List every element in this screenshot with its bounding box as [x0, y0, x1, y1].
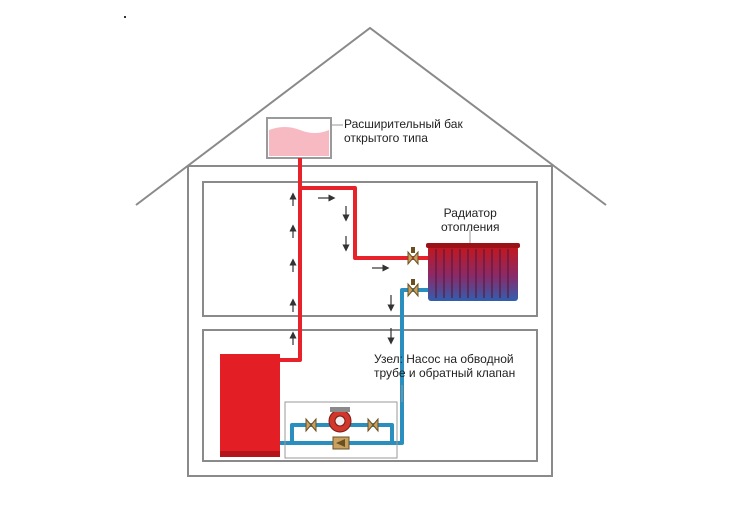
- expansion-tank-label: Расширительный бак открытого типа: [344, 117, 463, 145]
- hot-pipes: [280, 158, 428, 362]
- valve-icon: [367, 417, 379, 433]
- flow-arrows: [289, 192, 395, 345]
- valve-icon: [407, 247, 419, 266]
- roof-line: [135, 26, 607, 206]
- hot-supply-pipe: [300, 186, 428, 260]
- house: [135, 26, 607, 477]
- pump-node: [284, 401, 398, 459]
- boiler: [220, 354, 280, 457]
- stray-dot: [124, 16, 126, 18]
- house-outer-wall: [187, 165, 553, 477]
- expansion-tank: [266, 117, 332, 159]
- radiator-label: Радиатор отопления: [441, 206, 500, 234]
- pump-node-label: Узел: Насос на обводной трубе и обратный…: [374, 352, 516, 380]
- radiator: [426, 243, 520, 301]
- pump-icon: [328, 407, 352, 433]
- valve-icon: [305, 417, 317, 433]
- valve-icon: [407, 279, 419, 298]
- check-valve-icon: [332, 436, 350, 450]
- leader-lines: [331, 124, 471, 402]
- hot-riser-pipe: [280, 158, 302, 362]
